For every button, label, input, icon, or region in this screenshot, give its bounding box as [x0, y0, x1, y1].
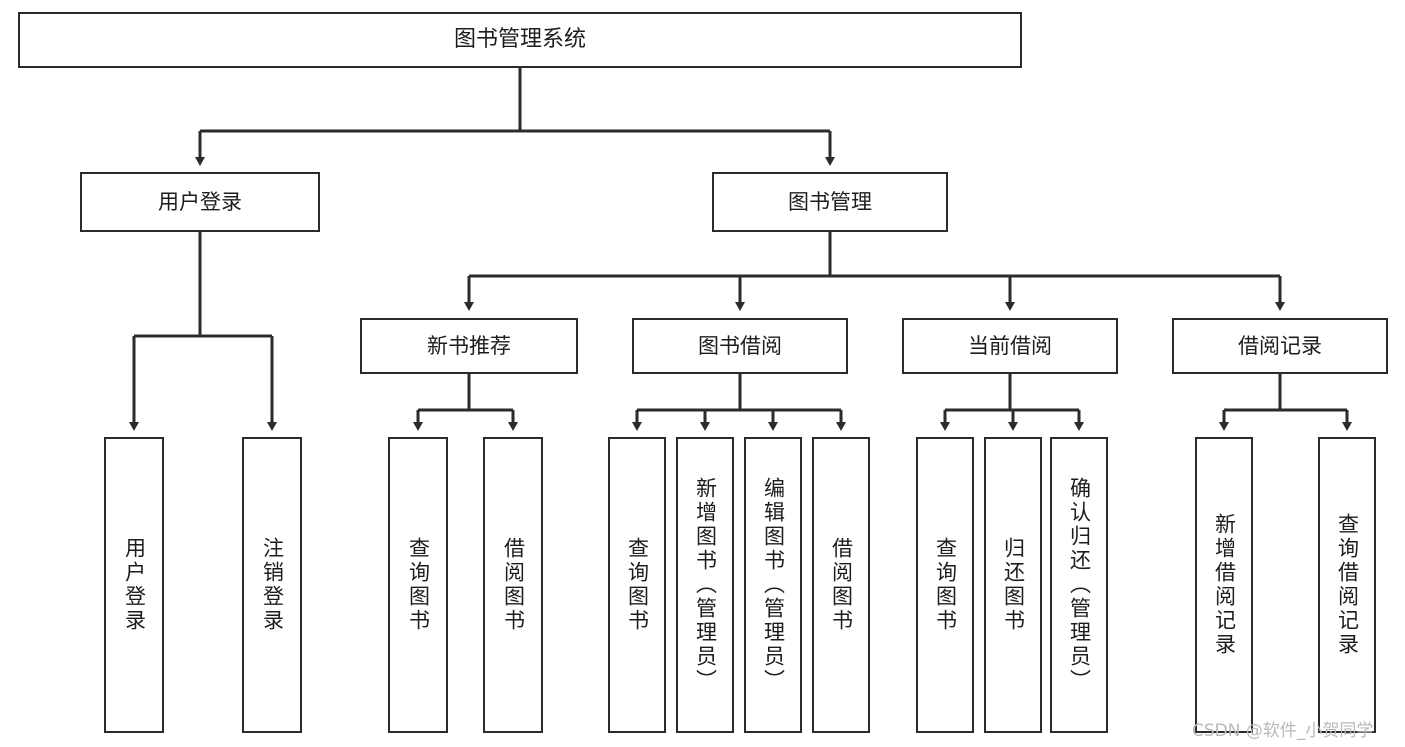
- node-current-borrow[interactable]: 当前借阅: [902, 318, 1118, 374]
- node-leaf-logout-label: 注销登录: [260, 537, 285, 633]
- node-new-book-rec-label: 新书推荐: [427, 333, 511, 358]
- node-leaf-query-record-label: 查询借阅记录: [1335, 513, 1360, 657]
- node-leaf-query-book-borrow[interactable]: 查询图书: [608, 437, 666, 733]
- node-leaf-edit-book[interactable]: 编辑图书（管理员）: [744, 437, 802, 733]
- node-leaf-return-book-label: 归还图书: [1001, 537, 1026, 633]
- node-leaf-return-book[interactable]: 归还图书: [984, 437, 1042, 733]
- node-leaf-borrow-book[interactable]: 借阅图书: [812, 437, 870, 733]
- node-leaf-borrow-book-rec-label: 借阅图书: [501, 537, 526, 633]
- node-leaf-query-book-rec-label: 查询图书: [406, 537, 431, 633]
- node-leaf-confirm-return[interactable]: 确认归还（管理员）: [1050, 437, 1108, 733]
- node-leaf-query-record[interactable]: 查询借阅记录: [1318, 437, 1376, 733]
- node-leaf-borrow-book-rec[interactable]: 借阅图书: [483, 437, 543, 733]
- node-leaf-user-login[interactable]: 用户登录: [104, 437, 164, 733]
- node-leaf-logout[interactable]: 注销登录: [242, 437, 302, 733]
- node-current-borrow-label: 当前借阅: [968, 333, 1052, 358]
- node-leaf-query-book-cur-label: 查询图书: [933, 537, 958, 633]
- node-leaf-borrow-book-label: 借阅图书: [829, 537, 854, 633]
- node-book-manage-label: 图书管理: [788, 189, 872, 214]
- node-book-manage[interactable]: 图书管理: [712, 172, 948, 232]
- node-leaf-add-book[interactable]: 新增图书（管理员）: [676, 437, 734, 733]
- node-root-label: 图书管理系统: [453, 27, 586, 53]
- node-book-borrow[interactable]: 图书借阅: [632, 318, 848, 374]
- csdn-watermark: CSDN @软件_小贺同学: [1192, 721, 1374, 741]
- node-user-login[interactable]: 用户登录: [80, 172, 320, 232]
- node-borrow-record-label: 借阅记录: [1238, 333, 1322, 358]
- node-root[interactable]: 图书管理系统: [18, 12, 1022, 68]
- node-leaf-query-book-rec[interactable]: 查询图书: [388, 437, 448, 733]
- node-leaf-add-book-label: 新增图书（管理员）: [693, 477, 718, 693]
- node-leaf-query-book-borrow-label: 查询图书: [625, 537, 650, 633]
- node-leaf-edit-book-label: 编辑图书（管理员）: [761, 477, 786, 693]
- node-leaf-add-record[interactable]: 新增借阅记录: [1195, 437, 1253, 733]
- node-new-book-rec[interactable]: 新书推荐: [360, 318, 578, 374]
- node-book-borrow-label: 图书借阅: [698, 333, 782, 358]
- node-borrow-record[interactable]: 借阅记录: [1172, 318, 1388, 374]
- node-leaf-query-book-cur[interactable]: 查询图书: [916, 437, 974, 733]
- node-leaf-confirm-return-label: 确认归还（管理员）: [1067, 477, 1092, 693]
- node-leaf-add-record-label: 新增借阅记录: [1212, 513, 1237, 657]
- node-leaf-user-login-label: 用户登录: [122, 537, 147, 633]
- node-user-login-label: 用户登录: [158, 189, 242, 214]
